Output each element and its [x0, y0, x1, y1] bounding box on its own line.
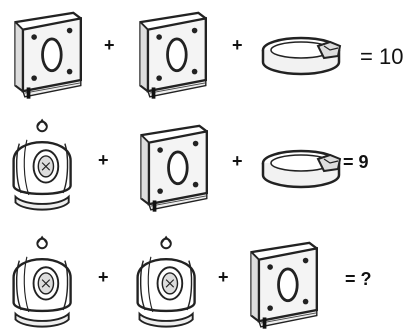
plus-operator: + — [98, 267, 109, 288]
result-text: = ? — [345, 269, 372, 290]
plus-operator: + — [218, 267, 229, 288]
crown-icon — [130, 234, 206, 329]
crown-icon — [6, 234, 82, 329]
ring-icon — [258, 32, 348, 82]
book-icon — [133, 2, 217, 102]
book-icon — [134, 115, 218, 215]
plus-operator: + — [232, 35, 243, 56]
plus-operator: + — [98, 150, 109, 171]
ring-icon — [258, 145, 348, 195]
result-text: = 9 — [343, 152, 369, 173]
plus-operator: + — [104, 35, 115, 56]
book-icon — [8, 2, 92, 102]
equation-row-2: + + = 9 — [0, 115, 414, 215]
crown-icon — [6, 117, 82, 212]
equation-row-3: + + = ? — [0, 232, 414, 332]
book-icon — [244, 232, 328, 332]
equation-row-1: + + = 10 — [0, 2, 414, 102]
result-text: = 10 — [360, 44, 403, 70]
plus-operator: + — [232, 151, 243, 172]
